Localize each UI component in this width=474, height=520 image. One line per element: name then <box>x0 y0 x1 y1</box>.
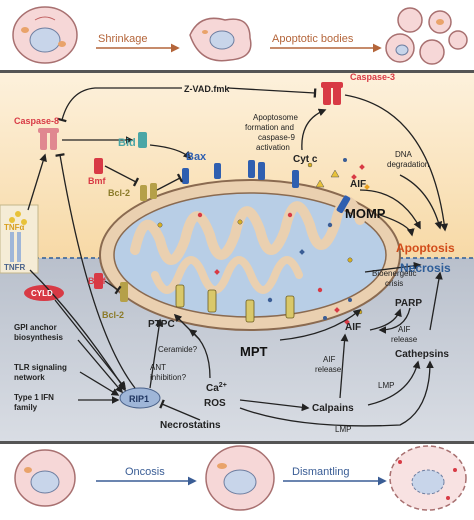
bcl2-bottom-label: Bcl-2 <box>102 310 124 320</box>
necrosis-label: Necrosis <box>400 261 451 275</box>
momp-label: MOMP <box>345 206 386 221</box>
caspase8-icon <box>38 128 59 150</box>
tlr-line2: network <box>14 373 45 382</box>
dna-line1: DNA <box>395 150 413 159</box>
cyld-label: CYLD <box>31 289 53 298</box>
bottom-divider <box>0 441 474 444</box>
aif-top-label: AIF <box>350 179 366 190</box>
bioenergetic-line1: Bioenergetic <box>372 269 416 278</box>
aif-release-left-line2: release <box>315 365 342 374</box>
cytc-label: Cyt c <box>293 154 318 165</box>
ca-label: Ca2+ <box>206 382 227 394</box>
bcl2-top-label: Bcl-2 <box>108 188 130 198</box>
swollen-cell-bottom <box>205 445 275 511</box>
ant-line2: inhibition? <box>150 373 187 382</box>
bax-channels-top <box>182 160 351 214</box>
gpi-line1: GPI anchor <box>14 323 57 332</box>
bmf-top-label: Bmf <box>88 176 107 186</box>
parp-label: PARP <box>395 298 422 309</box>
tnfr-icon <box>9 211 27 262</box>
apoptosome-line2: formation and <box>245 123 294 132</box>
aif-release-right-line2: release <box>391 335 418 344</box>
bmf-bottom-label: Bmf <box>88 276 107 286</box>
lmp-label-2: LMP <box>335 425 351 434</box>
dismantling-label: Dismantling <box>292 466 349 478</box>
dna-line2: degradation <box>387 160 429 169</box>
normal-cell-top <box>12 6 78 64</box>
normal-cell-bottom <box>14 449 76 507</box>
aif-bottom-label: AIF <box>345 322 361 333</box>
bid-label: Bid <box>118 137 136 149</box>
bcl2-channels-top <box>140 183 157 201</box>
zvad-label: Z-VAD.fmk <box>184 84 230 94</box>
mpt-label: MPT <box>240 344 268 359</box>
bid-icon <box>138 132 147 148</box>
shrunken-cell-top <box>189 17 252 62</box>
ptpc-channels <box>120 282 295 323</box>
rip1-badge <box>119 387 161 409</box>
tnfr-label: TNFR <box>4 263 26 272</box>
ceramide-label: Ceramide? <box>158 345 198 354</box>
mito-particles <box>157 212 353 303</box>
apoptotic-bodies-cells <box>385 7 468 65</box>
bax-label: Bax <box>186 151 207 163</box>
ruptured-cell-bottom <box>389 445 467 511</box>
ant-line1: ANT <box>150 363 166 372</box>
cyld-badge <box>24 285 64 301</box>
tnfa-label: TNFα <box>4 223 25 232</box>
apoptosome-line1: Apoptosome <box>253 113 298 122</box>
apoptosis-label: Apoptosis <box>396 241 455 255</box>
tlr-line1: TLR signaling <box>14 363 67 372</box>
apoptotic-bodies-label: Apoptotic bodies <box>272 33 354 45</box>
type1-line2: family <box>14 403 38 412</box>
calpains-label: Calpains <box>312 403 354 414</box>
gpi-line2: biosynthesis <box>14 333 63 342</box>
top-divider <box>0 70 474 73</box>
oncosis-label: Oncosis <box>125 466 165 478</box>
aif-release-right-line1: AIF <box>398 325 411 334</box>
bmf-bottom-icon <box>94 273 103 289</box>
caspase3-icon <box>321 82 343 105</box>
bioenergetic-line2: crisis <box>385 279 403 288</box>
shrinkage-label: Shrinkage <box>98 33 148 45</box>
ptpc-label: PTPC <box>148 319 175 330</box>
bmf-top-icon <box>94 158 103 174</box>
rip1-label: RIP1 <box>129 394 149 404</box>
caspase8-label: Caspase-8 <box>14 116 59 126</box>
cathepsins-label: Cathepsins <box>395 349 449 360</box>
lmp-label-1: LMP <box>378 381 394 390</box>
caspase3-label: Caspase-3 <box>350 72 395 82</box>
type1-line1: Type 1 IFN <box>14 393 54 402</box>
apoptosome-line4: activation <box>256 143 290 152</box>
aif-release-left-line1: AIF <box>323 355 336 364</box>
ros-label: ROS <box>204 398 226 409</box>
necrostatins-label: Necrostatins <box>160 420 221 431</box>
apoptosome-line3: caspase-9 <box>258 133 295 142</box>
pathway-arrows <box>27 87 449 427</box>
